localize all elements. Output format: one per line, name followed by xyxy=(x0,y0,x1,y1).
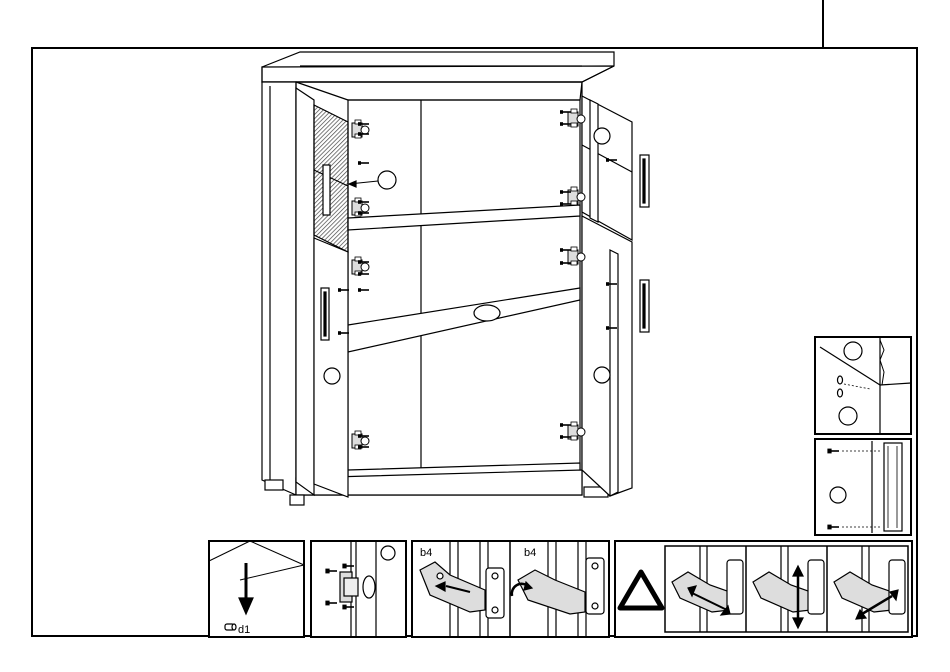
shelf-grommet-hole xyxy=(474,305,500,321)
detail-hinge-b4-panel: b4 b4 xyxy=(412,541,609,637)
hinge-part-label-left: b4 xyxy=(420,547,432,559)
detail-dowel-panel: d1 xyxy=(209,541,304,637)
lower-right-door-bumper xyxy=(594,367,610,383)
cabinet-left-side xyxy=(262,82,296,495)
upper-left-door-handle xyxy=(323,165,330,215)
detail-bumper-panel xyxy=(815,337,911,434)
hinge-part-label-right: b4 xyxy=(524,547,536,559)
cabinet-foot-left xyxy=(265,480,283,490)
cabinet-back-panel xyxy=(348,100,580,480)
dowel-part-label: d1 xyxy=(238,624,250,636)
lower-left-door-bumper xyxy=(324,368,340,384)
lower-right-door xyxy=(582,216,632,496)
detail-hinge-mount-panel xyxy=(311,541,406,637)
detail-adjustment-panel xyxy=(615,541,912,637)
upper-left-door-bumper xyxy=(378,171,396,189)
detail-handle-panel xyxy=(815,439,911,535)
right-door-group xyxy=(582,96,649,496)
